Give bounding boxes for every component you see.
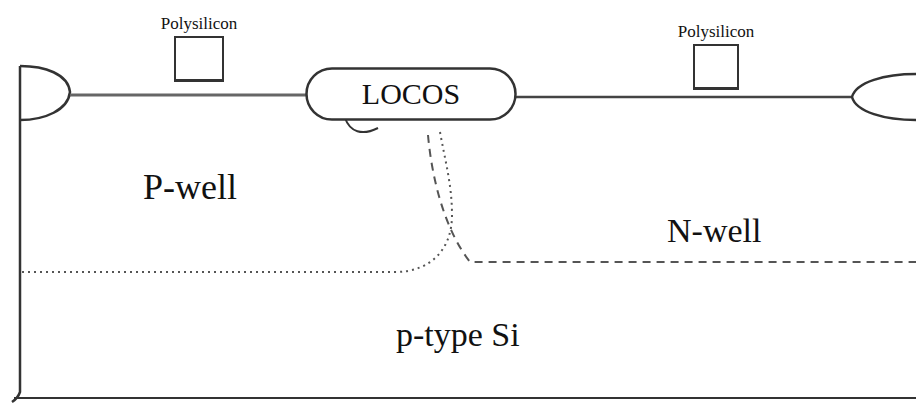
region-label: P-well xyxy=(140,168,240,208)
gate-oxide xyxy=(70,94,307,97)
substrate-bottom xyxy=(14,397,916,399)
substrate-edge xyxy=(12,66,20,402)
layer-label: Polysilicon xyxy=(157,14,242,36)
locos-oxide: LOCOS xyxy=(305,67,517,121)
layer-label: Polysilicon xyxy=(674,22,759,44)
p-well-boundary xyxy=(22,132,452,272)
region-label: N-well xyxy=(664,212,764,249)
oxide-label: LOCOS xyxy=(362,79,460,109)
polysilicon-gate: Polysilicon xyxy=(674,22,759,90)
gate-oxide xyxy=(515,96,852,99)
field-oxide xyxy=(20,66,70,120)
n-well-boundary xyxy=(428,135,916,262)
field-oxide xyxy=(852,74,916,120)
oxide-shape xyxy=(307,69,516,120)
polysilicon-gate: Polysilicon xyxy=(157,14,242,82)
region-label: p-type Si xyxy=(393,316,523,353)
gate-box xyxy=(693,44,739,90)
gate-box xyxy=(174,36,224,82)
